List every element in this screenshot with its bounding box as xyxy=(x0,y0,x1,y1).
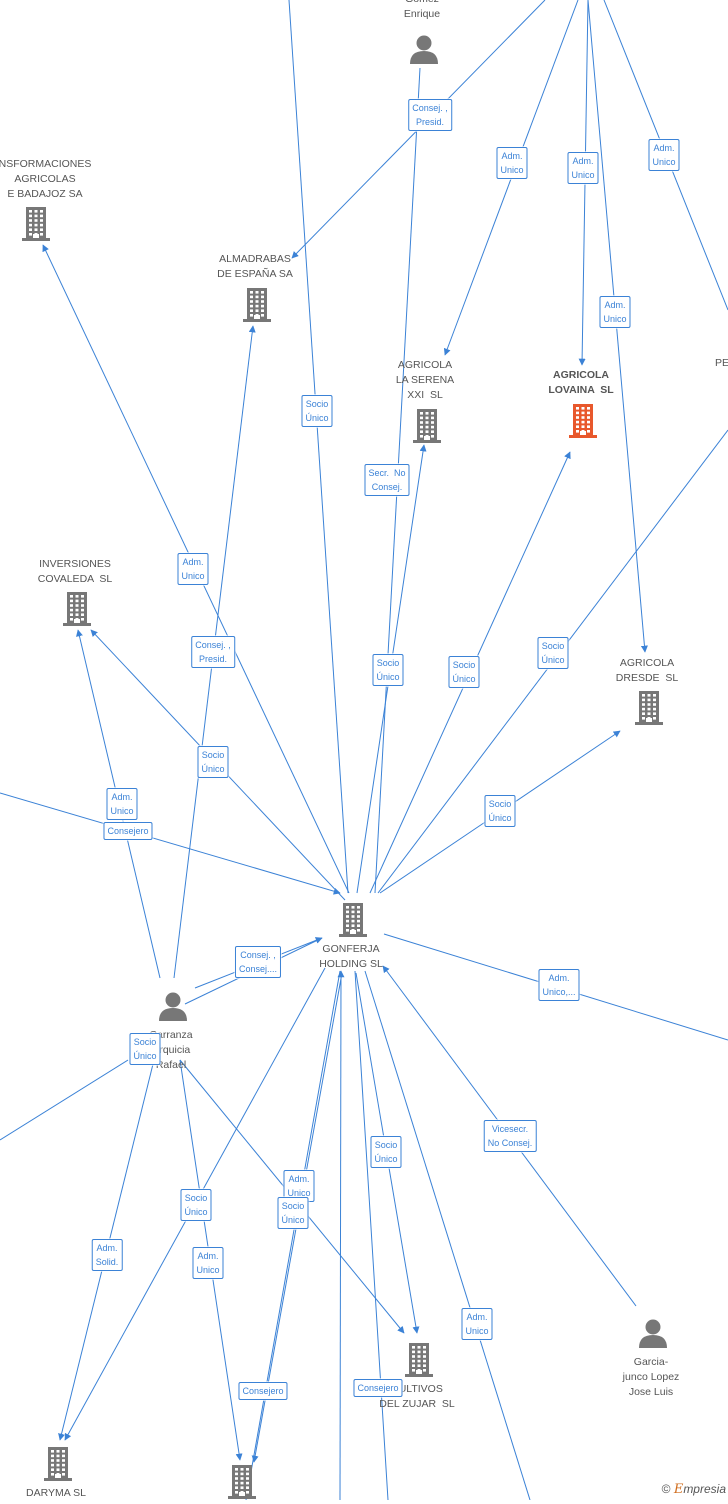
building-icon[interactable] xyxy=(44,1447,72,1486)
relation-label[interactable]: Socio Único xyxy=(129,1033,161,1065)
building-icon[interactable] xyxy=(569,404,597,443)
edge-line xyxy=(0,792,341,895)
relation-label[interactable]: Consej. , Consej.... xyxy=(234,946,282,978)
building-icon[interactable] xyxy=(405,1343,433,1382)
copyright: © Empresia xyxy=(662,1482,726,1497)
edge-line xyxy=(288,0,349,894)
relation-label[interactable]: Adm. Unico xyxy=(461,1308,493,1340)
relation-label[interactable]: Consejero xyxy=(103,822,153,840)
relation-label[interactable]: Socio Único xyxy=(448,656,480,688)
relation-label[interactable]: Adm. Unico xyxy=(192,1247,224,1279)
relation-label[interactable]: Socio Único xyxy=(197,746,229,778)
brand-logo-e: E xyxy=(673,1482,684,1497)
relation-label[interactable]: Vicesecr. No Consej. xyxy=(483,1120,537,1152)
edge-line xyxy=(364,970,531,1500)
copyright-symbol: © xyxy=(661,1482,671,1496)
relation-label[interactable]: Socio Único xyxy=(372,654,404,686)
relation-label[interactable]: Adm. Unico xyxy=(567,152,599,184)
relation-label[interactable]: Adm. Unico xyxy=(177,553,209,585)
node-label-daryma[interactable]: DARYMA SL xyxy=(26,1487,86,1499)
person-icon[interactable] xyxy=(158,991,188,1026)
relation-label[interactable]: Adm. Unico xyxy=(496,147,528,179)
relation-label[interactable]: Consej. , Presid. xyxy=(408,99,452,131)
person-icon[interactable] xyxy=(638,1318,668,1353)
edge-line xyxy=(0,1059,129,1141)
relation-label[interactable]: Adm. Unico xyxy=(283,1170,315,1202)
building-icon[interactable] xyxy=(243,288,271,327)
relation-label[interactable]: Consej. , Presid. xyxy=(191,636,235,668)
brand-logo-rest: mpresia xyxy=(683,1482,726,1496)
building-icon[interactable] xyxy=(339,903,367,942)
relation-label[interactable]: Adm. Unico,... xyxy=(538,969,580,1001)
edge-line xyxy=(337,970,345,1500)
edge-line xyxy=(354,970,389,1500)
building-icon[interactable] xyxy=(413,409,441,448)
relation-label[interactable]: Adm. Solid. xyxy=(91,1239,123,1271)
relation-label[interactable]: Consejero xyxy=(353,1379,403,1397)
node-label-transformaciones[interactable]: NSFORMACIONES AGRICOLAS E BADAJOZ SA xyxy=(0,158,92,200)
node-label-lovaina[interactable]: AGRICOLA LOVAINA SL xyxy=(548,369,614,396)
relation-label[interactable]: Socio Único xyxy=(277,1197,309,1229)
node-label-almadrabas[interactable]: ALMADRABAS DE ESPAÑA SA xyxy=(217,253,293,280)
relation-label[interactable]: Adm. Unico xyxy=(599,296,631,328)
relation-label[interactable]: Socio Único xyxy=(180,1189,212,1221)
relation-label[interactable]: Socio Único xyxy=(370,1136,402,1168)
person-icon[interactable] xyxy=(409,34,439,69)
edge-line xyxy=(245,970,341,1500)
relation-label[interactable]: Consejero xyxy=(238,1382,288,1400)
building-icon[interactable] xyxy=(228,1465,256,1504)
node-label-gomez[interactable]: Gomez Enrique xyxy=(403,0,441,20)
relation-label[interactable]: Socio Único xyxy=(301,395,333,427)
node-label-carranza[interactable]: Carranza Urquicia Rafael xyxy=(149,1029,193,1071)
relation-label[interactable]: Adm. Unico xyxy=(648,139,680,171)
building-icon[interactable] xyxy=(63,592,91,631)
node-label-garcia[interactable]: Garcia- junco Lopez Jose Luis xyxy=(622,1356,680,1398)
relation-label[interactable]: Socio Único xyxy=(484,795,516,827)
node-label-gonferja[interactable]: GONFERJA HOLDING SL xyxy=(319,943,383,970)
node-label-dresde[interactable]: AGRICOLA DRESDE SL xyxy=(615,657,679,684)
node-label-covaleda[interactable]: INVERSIONES COVALEDA SL xyxy=(37,558,113,585)
relation-label[interactable]: Adm. Unico xyxy=(106,788,138,820)
building-icon[interactable] xyxy=(22,207,50,246)
node-label-pe[interactable]: PE xyxy=(714,357,728,369)
node-label-cultivos[interactable]: CULTIVOS DEL ZUJAR SL xyxy=(379,1383,455,1410)
building-icon[interactable] xyxy=(635,691,663,730)
relation-label[interactable]: Socio Único xyxy=(537,637,569,669)
node-label-serena[interactable]: AGRICOLA LA SERENA XXI SL xyxy=(395,359,455,401)
relation-label[interactable]: Secr. No Consej. xyxy=(364,464,410,496)
